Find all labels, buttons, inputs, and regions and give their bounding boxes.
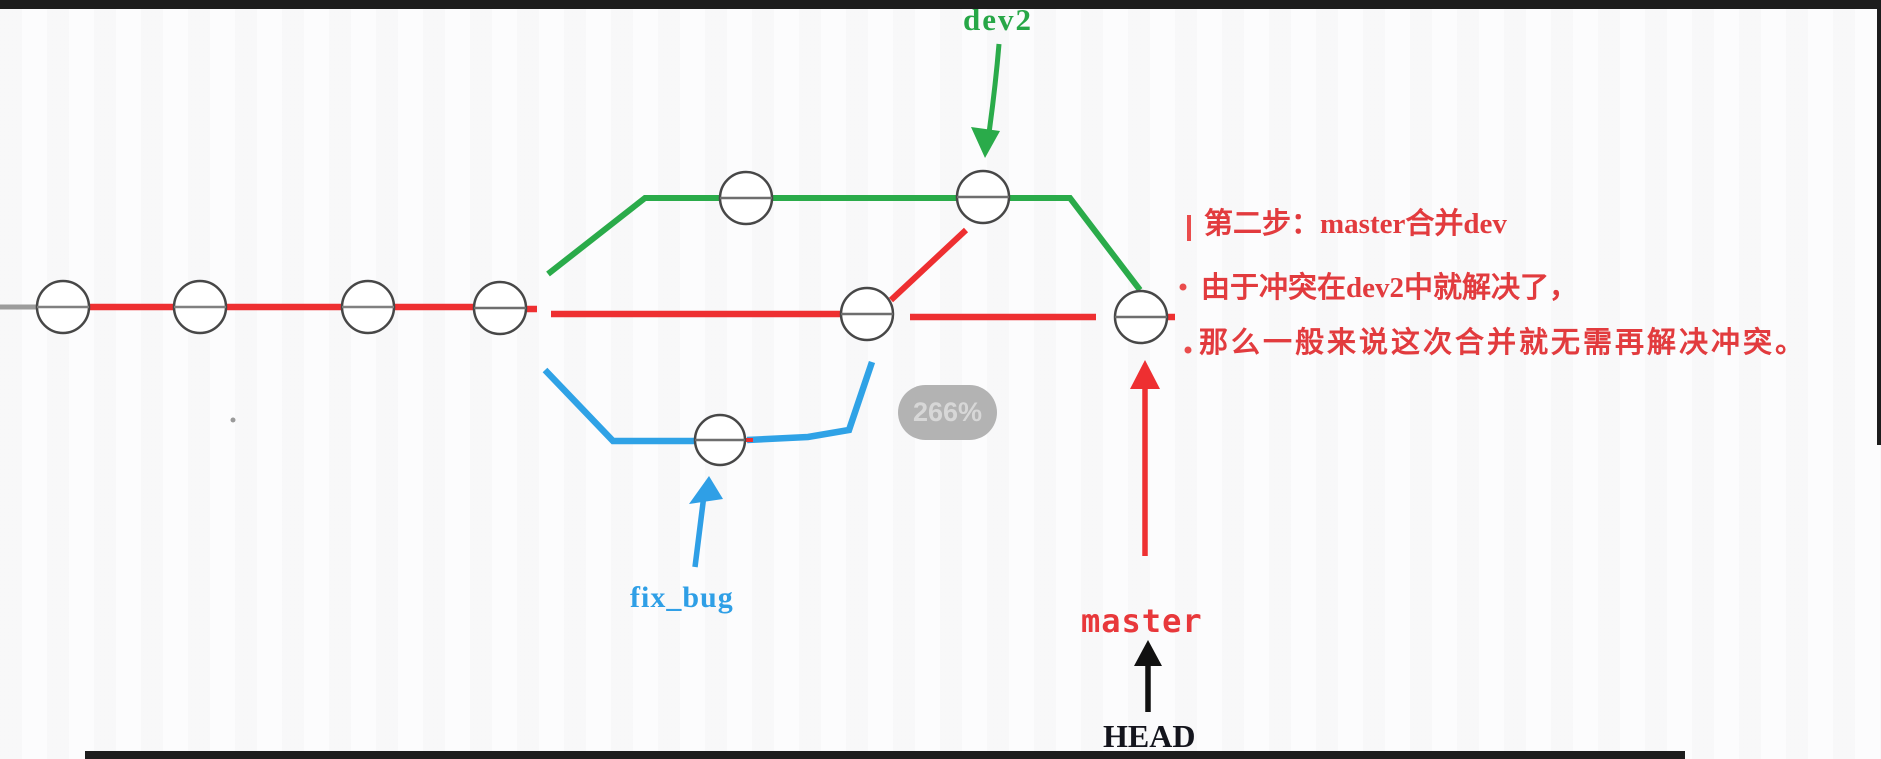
right-edge-bar (1877, 9, 1881, 445)
top-edge-bar (0, 0, 1881, 9)
head-label: HEAD (1103, 718, 1196, 754)
annotation-line-3: 那么一般来说这次合并就无需再解决冲突。 (1199, 327, 1808, 359)
commit-node-fixbug (693, 413, 747, 467)
zoom-level-badge: 266% (898, 385, 997, 440)
bottom-edge-bar (85, 751, 1685, 759)
stray-marks (230, 215, 1192, 423)
dev2-arrow (971, 43, 1002, 158)
merge-master-into-dev2-line (888, 227, 969, 303)
commit-node-dev2-2 (955, 169, 1011, 225)
commit-node (340, 279, 396, 335)
fix-bug-arrow (689, 476, 723, 568)
annotation-line-2: 由于冲突在dev2中就解决了， (1201, 272, 1579, 304)
commit-node (472, 280, 528, 336)
commit-node-merge-dev2 (1113, 289, 1169, 345)
master-arrow (1130, 360, 1160, 556)
commit-node (172, 279, 228, 335)
fix-bug-branch-line (542, 360, 876, 445)
commit-node-merge-fixbug (839, 286, 895, 342)
dev2-branch-line (546, 195, 1143, 292)
annotation-step-title: 第二步：master合并dev (1204, 208, 1507, 240)
fix-bug-branch-label: fix_bug (630, 581, 734, 614)
master-branch-line (89, 303, 1175, 321)
master-branch-label: master (1081, 602, 1203, 640)
head-arrow (1134, 640, 1162, 712)
commit-node-dev2-1 (718, 170, 774, 226)
commit-nodes (35, 169, 1169, 467)
commit-node (35, 279, 91, 335)
zoom-level-value: 266% (912, 397, 983, 427)
